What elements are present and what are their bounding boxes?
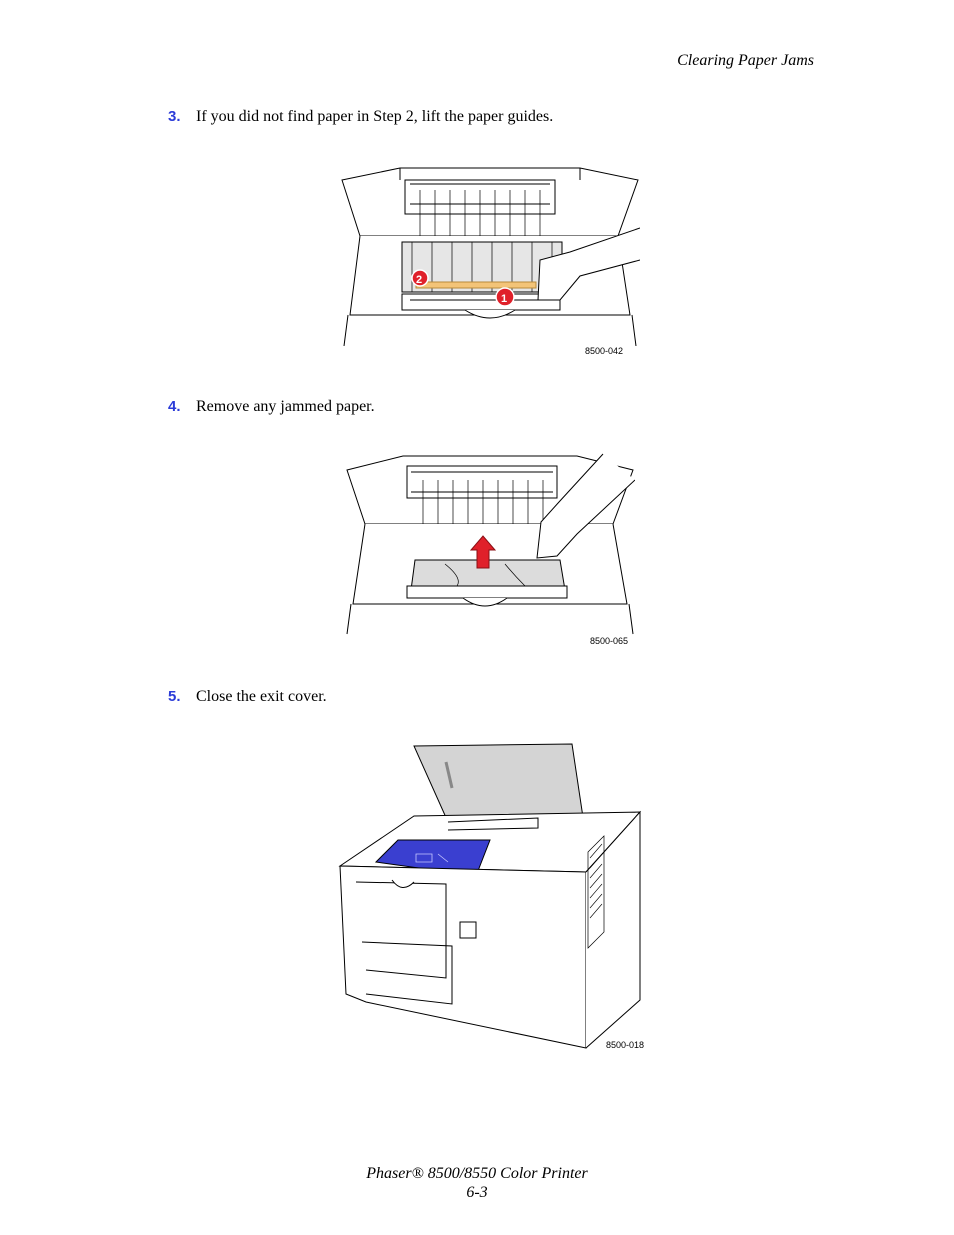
step-number: 4.	[168, 398, 181, 415]
footer-product: Phaser® 8500/8550 Color Printer	[366, 1165, 588, 1182]
svg-text:1: 1	[501, 293, 507, 305]
step-3: 3. If you did not find paper in Step 2, …	[168, 108, 553, 126]
step-number: 5.	[168, 688, 181, 705]
step-4: 4. Remove any jammed paper.	[168, 398, 375, 416]
figure-code: 8500-042	[585, 346, 624, 356]
figure-close-exit-cover	[336, 742, 646, 1052]
step-text: If you did not find paper in Step 2, lif…	[196, 108, 554, 125]
figure-remove-jammed-paper	[345, 450, 635, 636]
svg-text:2: 2	[416, 274, 422, 286]
figure-lift-paper-guides: 2 1	[340, 160, 640, 346]
footer-page-number: 6-3	[466, 1184, 488, 1201]
figure-code: 8500-065	[590, 636, 629, 646]
step-text: Remove any jammed paper.	[196, 398, 375, 415]
page-footer: Phaser® 8500/8550 Color Printer 6-3	[0, 1164, 954, 1202]
step-text: Close the exit cover.	[196, 688, 327, 705]
step-5: 5. Close the exit cover.	[168, 688, 327, 706]
step-number: 3.	[168, 108, 181, 125]
running-header: Clearing Paper Jams	[677, 52, 814, 69]
figure-code: 8500-018	[606, 1040, 645, 1050]
